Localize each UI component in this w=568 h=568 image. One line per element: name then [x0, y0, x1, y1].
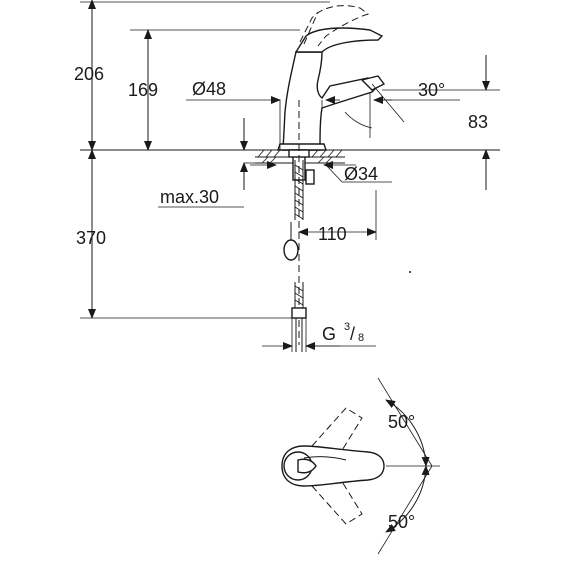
- hose-weight: [283, 239, 299, 261]
- dim-outlet-height: 83: [468, 112, 488, 132]
- dim-spout-angle: 30°: [418, 80, 445, 100]
- dim-max-deck: max.30: [160, 187, 219, 207]
- lever-closed: [294, 27, 384, 53]
- dim-thread-size: G 3 / 8: [322, 321, 364, 344]
- faucet-top-view: [281, 377, 440, 555]
- dim-thread-num: 3: [344, 321, 350, 333]
- faucet-body: [282, 51, 382, 151]
- dim-below-deck: 370: [76, 228, 106, 248]
- faucet-side-view: [80, 5, 500, 352]
- rotation-arc-up: [385, 399, 430, 467]
- dim-hole-diameter: Ø34: [344, 164, 378, 184]
- dim-body-diameter: Ø48: [192, 79, 226, 99]
- spout-outlet: [360, 75, 386, 91]
- dim-total-height: 206: [74, 64, 104, 84]
- body-base-ring: [277, 143, 327, 151]
- lever-open-outline: [299, 5, 370, 47]
- dim-lever-angle-up: 50°: [388, 412, 415, 432]
- dim-thread-main: G: [322, 324, 336, 344]
- supply-hose-lower: [291, 282, 307, 352]
- thread-fitting: [291, 307, 307, 319]
- svg-text:/: /: [350, 324, 355, 344]
- dim-spout-height: 169: [128, 80, 158, 100]
- spout-angle-arc: [344, 111, 373, 129]
- lever-grip: [297, 458, 317, 474]
- dim-thread-den: 8: [358, 332, 364, 344]
- lever-top-position-outline: [311, 407, 363, 461]
- dim-lever-angle-down: 50°: [388, 512, 415, 532]
- dim-spout-reach: 110: [318, 224, 347, 244]
- dimension-lines: [80, 0, 500, 352]
- pop-up-rod: [305, 169, 315, 185]
- rotation-arc-down: [385, 465, 430, 533]
- lever-bottom-position-outline: [311, 471, 363, 525]
